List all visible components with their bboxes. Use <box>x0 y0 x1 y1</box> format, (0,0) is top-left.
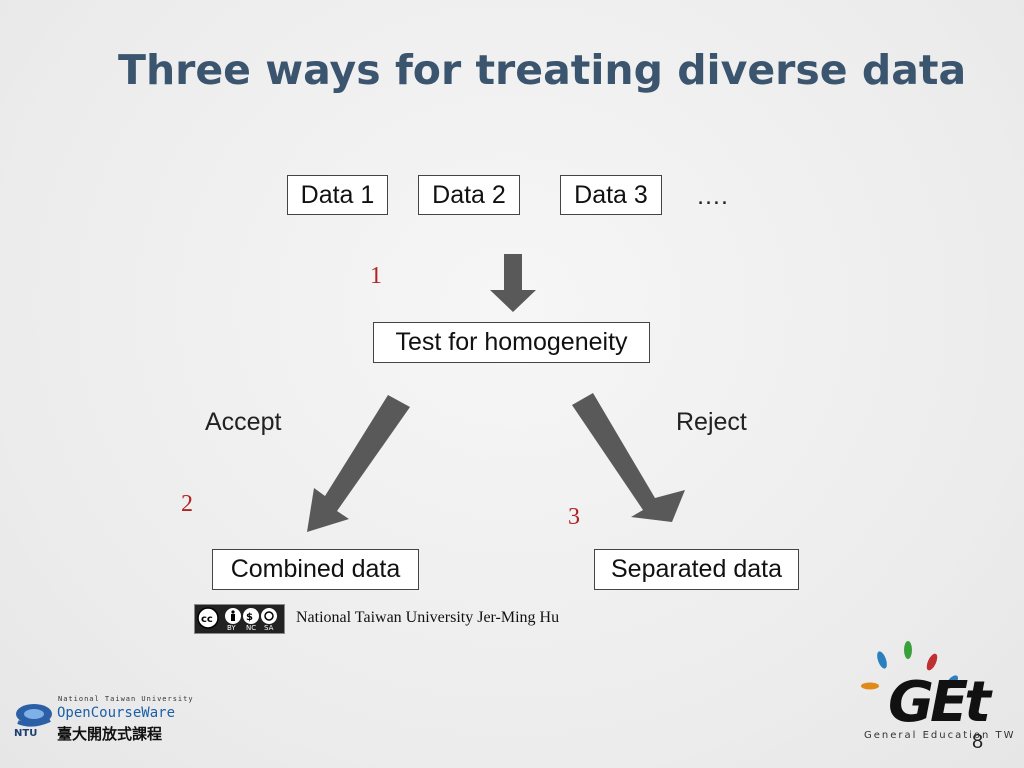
reject-arrow-icon <box>572 393 685 522</box>
accept-arrow-icon <box>307 395 410 532</box>
ocw-university-name: National Taiwan University <box>58 695 194 703</box>
ntu-abbrev: NTU <box>14 728 38 739</box>
cc-icons: cc $ <box>197 607 277 629</box>
get-wordmark: GEt <box>888 670 991 735</box>
step-3-number: 3 <box>568 504 580 530</box>
reject-label: Reject <box>676 408 747 436</box>
ocw-chinese-name: 臺大開放式課程 <box>57 725 163 743</box>
accept-label: Accept <box>205 408 282 436</box>
get-logo: GEt General Education TW <box>856 636 1016 756</box>
data-2-box: Data 2 <box>418 175 520 215</box>
combined-data-box: Combined data <box>212 549 419 590</box>
slide-title: Three ways for treating diverse data <box>118 46 967 94</box>
page-number: 8 <box>972 731 984 753</box>
ellipsis-text: …. <box>696 182 728 210</box>
cc-by-label: BY <box>227 624 236 632</box>
credit-text: National Taiwan University Jer-Ming Hu <box>296 609 560 626</box>
homogeneity-test-box: Test for homogeneity <box>373 322 650 363</box>
svg-text:$: $ <box>246 612 253 623</box>
step-1-number: 1 <box>370 263 382 289</box>
ntu-ocw-logo: NTU National Taiwan University OpenCours… <box>12 694 197 744</box>
ntu-logo-icon <box>16 704 52 727</box>
get-subtitle: General Education TW <box>864 730 1016 741</box>
down-arrow-icon <box>490 254 536 312</box>
svg-text:cc: cc <box>201 614 213 625</box>
ocw-name: OpenCourseWare <box>57 705 176 721</box>
cc-license-badge: cc $ BY NC SA <box>194 604 285 634</box>
cc-sa-label: SA <box>264 624 274 632</box>
separated-data-box: Separated data <box>594 549 799 590</box>
data-3-box: Data 3 <box>560 175 662 215</box>
cc-nc-label: NC <box>246 624 257 632</box>
step-2-number: 2 <box>181 491 193 517</box>
data-1-box: Data 1 <box>287 175 388 215</box>
get-logo-graphic <box>861 641 958 690</box>
